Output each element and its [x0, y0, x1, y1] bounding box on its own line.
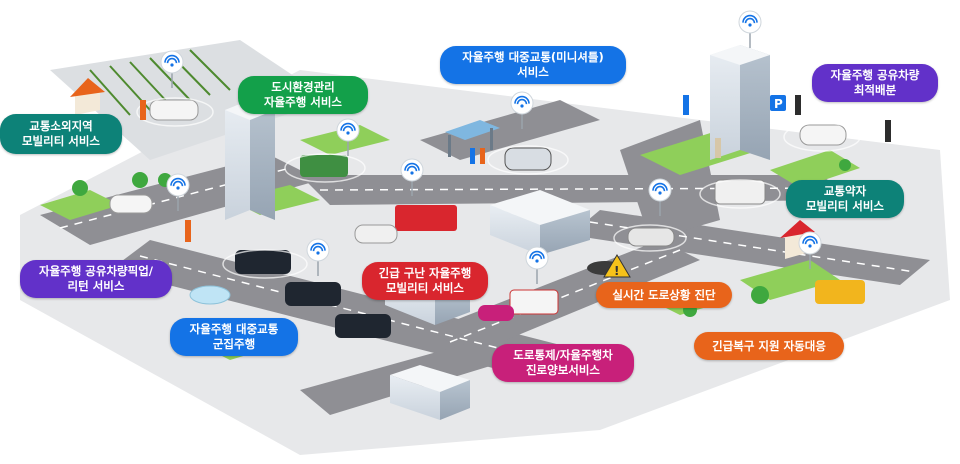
mini-shuttle — [504, 147, 552, 171]
ambulance — [509, 289, 559, 315]
wifi-pin-icon — [525, 246, 549, 284]
bottom-building — [390, 365, 470, 420]
fountain — [189, 285, 231, 305]
wifi-pin-icon — [648, 178, 672, 216]
callout-road-control-yield: 도로통제/자율주행차 진로양보서비스 — [492, 344, 634, 382]
fire-truck — [395, 205, 457, 231]
wheelchair-van — [714, 179, 766, 205]
warning-icon: ! — [603, 254, 631, 278]
callout-rural-mobility: 교통소외지역 모빌리티 서비스 — [0, 114, 122, 154]
self-driving-car — [627, 227, 675, 247]
callout-shared-car-distribution: 자율주행 공유차량 최적배분 — [812, 64, 938, 102]
wifi-pin-icon — [166, 173, 190, 211]
wifi-pin-icon — [400, 158, 424, 196]
callout-shared-car-pickup: 자율주행 공유차량픽업/ 리턴 서비스 — [20, 260, 172, 298]
callout-mobility-weak: 교통약자 모빌리티 서비스 — [786, 180, 904, 218]
wifi-pin-icon — [306, 238, 330, 276]
office-tower-left — [225, 100, 275, 220]
callout-mini-shuttle: 자율주행 대중교통(미니셔틀) 서비스 — [440, 46, 626, 84]
wifi-pins — [160, 10, 822, 284]
parking-sign-icon: P — [770, 95, 786, 111]
svg-text:P: P — [774, 97, 783, 111]
shared-car-parking — [799, 124, 847, 146]
pickup-car — [109, 194, 153, 214]
wifi-pin-icon — [336, 118, 360, 156]
vehicles — [109, 99, 865, 338]
garbage-truck — [300, 155, 348, 177]
platoon-bus-1 — [235, 250, 291, 274]
wifi-pin-icon — [798, 231, 822, 269]
recovery-truck — [815, 280, 865, 304]
road-segment — [420, 100, 600, 160]
office-tower-right — [710, 45, 770, 160]
people — [140, 95, 891, 242]
signal-rings — [136, 97, 861, 279]
bus-stop-shelter — [445, 120, 500, 157]
svg-text:!: ! — [614, 264, 619, 278]
road-network — [40, 100, 930, 415]
callout-emergency-recovery: 긴급복구 지원 자동대응 — [694, 332, 844, 360]
hospital-building — [490, 190, 590, 255]
wifi-pin-icon — [510, 91, 534, 129]
platoon-bus-2 — [285, 282, 341, 306]
wifi-pin-icon — [160, 50, 184, 88]
callout-city-env-management: 도시환경관리 자율주행 서비스 — [238, 76, 368, 114]
shared-car-rural — [149, 99, 199, 121]
farm-house — [70, 78, 105, 115]
wifi-pin-icon — [738, 10, 762, 48]
callout-realtime-road-diagnosis: 실시간 도로상황 진단 — [596, 282, 732, 308]
platoon-bus-3 — [335, 314, 391, 338]
callout-platoon-driving: 자율주행 대중교통 군집주행 — [170, 318, 298, 356]
patrol-car — [354, 224, 398, 244]
yielding-car — [478, 305, 514, 321]
callout-emergency-rescue: 긴급 구난 자율주행 모빌리티 서비스 — [362, 262, 488, 300]
